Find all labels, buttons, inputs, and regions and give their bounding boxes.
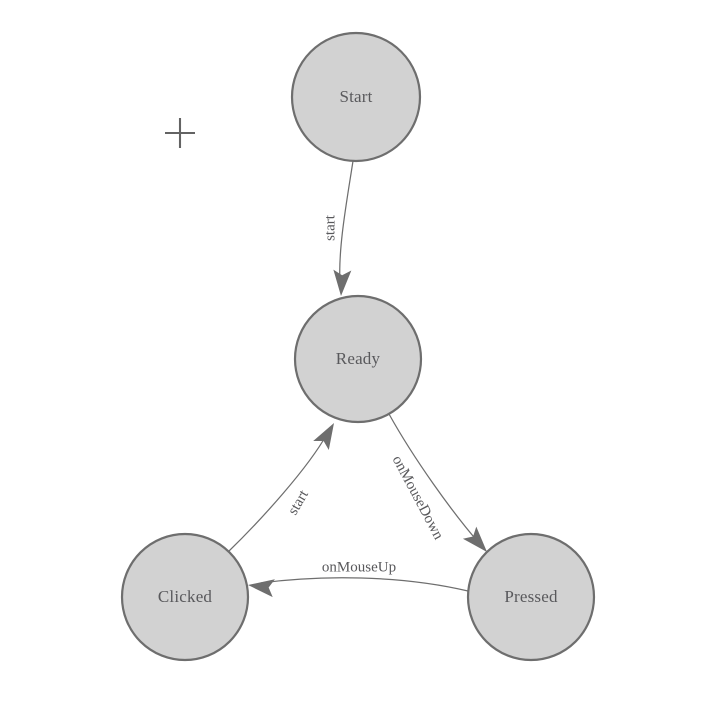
node-shape[interactable] [466, 532, 596, 662]
node-label-clicked: Clicked [158, 587, 213, 606]
edge-label-pressed-to-clicked: onMouseUp [322, 559, 396, 575]
state-node-start[interactable]: Start [290, 31, 422, 163]
state-node-pressed[interactable]: Pressed [466, 532, 596, 662]
edge-arrowhead [333, 269, 352, 296]
edge-label-clicked-to-ready: start [285, 487, 312, 518]
crosshair-icon [165, 118, 195, 148]
edge-start-to-ready [333, 160, 354, 296]
state-node-clicked[interactable]: Clicked [120, 532, 250, 662]
node-shape[interactable] [120, 532, 250, 662]
edge-arrowhead [248, 579, 275, 598]
edge-arrowhead [313, 423, 334, 451]
edge-label-ready-to-pressed: onMouseDown [389, 453, 447, 543]
edge-line [388, 413, 480, 544]
edge-line [227, 433, 328, 553]
edge-clicked-to-ready [227, 423, 334, 553]
node-label-start: Start [339, 87, 372, 106]
edge-line [260, 577, 469, 592]
edge-label-start-to-ready: start [322, 214, 338, 241]
node-label-pressed: Pressed [504, 587, 558, 606]
edge-arrowhead [462, 526, 487, 552]
state-node-ready[interactable]: Ready [293, 294, 423, 424]
edge-line [339, 160, 354, 284]
edge-ready-to-pressed [388, 413, 487, 552]
edge-pressed-to-clicked [248, 577, 469, 598]
node-shape[interactable] [290, 31, 422, 163]
edges-layer [227, 160, 487, 598]
cursor-layer [165, 118, 195, 148]
node-shape[interactable] [293, 294, 423, 424]
node-label-ready: Ready [336, 349, 381, 368]
